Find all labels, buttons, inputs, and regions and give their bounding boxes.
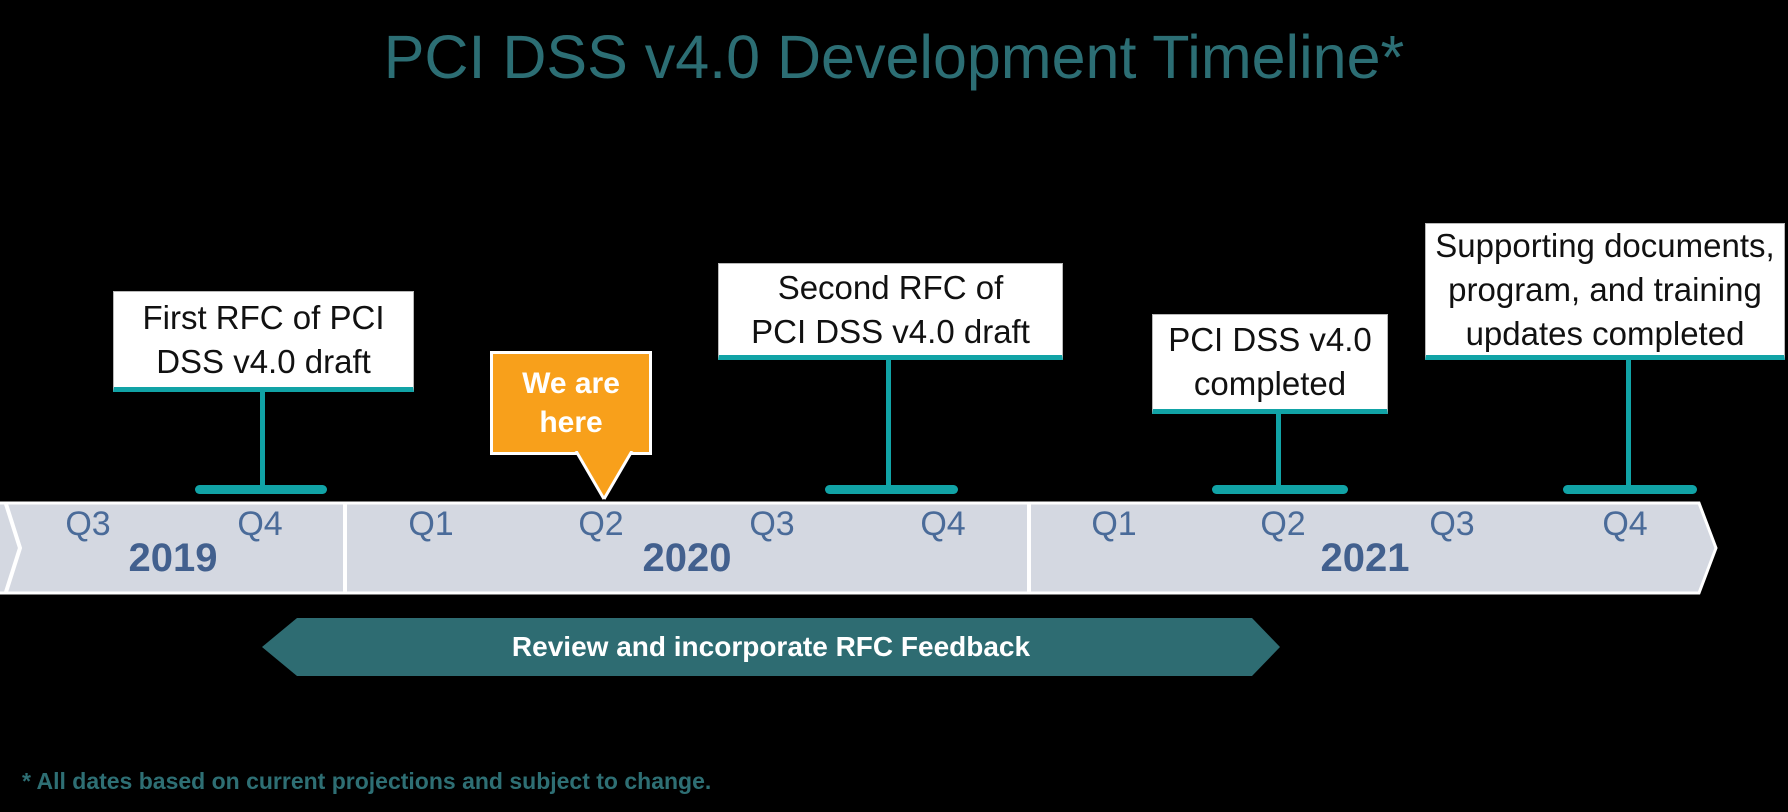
quarter-label-2019-q4: Q4 <box>237 505 283 543</box>
milestone-first-rfc-label: First RFC of PCI DSS v4.0 draft <box>142 298 385 380</box>
connector-v4-completed <box>1276 412 1281 485</box>
quarter-label-2020-q4: Q4 <box>920 505 966 543</box>
connector-second-rfc <box>886 358 891 485</box>
quarter-label-2021-q3: Q3 <box>1429 505 1475 543</box>
milestone-first-rfc: First RFC of PCI DSS v4.0 draft <box>113 291 414 392</box>
quarter-label-2021-q4: Q4 <box>1602 505 1648 543</box>
quarter-label-2020-q2: Q2 <box>578 505 624 543</box>
year-divider-2019-2020 <box>343 503 347 593</box>
pointer-triangle <box>576 451 632 499</box>
year-label-2021: 2021 <box>1320 536 1410 580</box>
year-label-2020: 2020 <box>642 536 732 580</box>
timeline-start-chevron-icon <box>4 503 23 593</box>
milestone-second-rfc: Second RFC of PCI DSS v4.0 draft <box>718 263 1063 360</box>
timeline-arrow-shape <box>0 501 1718 595</box>
timeline-marker-second-rfc <box>825 485 958 494</box>
we-are-here-callout: We are here <box>490 351 652 455</box>
timeline-marker-supporting-docs <box>1563 485 1697 494</box>
milestone-supporting-docs-label: Supporting documents, program, and train… <box>1435 226 1775 352</box>
rfc-feedback-banner-label: Review and incorporate RFC Feedback <box>511 631 1031 662</box>
footnote: * All dates based on current projections… <box>22 768 712 794</box>
timeline-marker-first-rfc <box>195 485 327 494</box>
quarter-label-2021-q2: Q2 <box>1260 505 1306 543</box>
quarter-label-2021-q1: Q1 <box>1091 505 1137 543</box>
quarter-label-2020-q1: Q1 <box>408 505 454 543</box>
connector-supporting-docs <box>1626 358 1631 485</box>
we-are-here-pointer <box>574 451 634 500</box>
year-label-2019: 2019 <box>128 536 218 580</box>
quarter-label-2020-q3: Q3 <box>749 505 795 543</box>
milestone-v4-completed: PCI DSS v4.0 completed <box>1152 314 1388 414</box>
year-divider-2020-2021 <box>1027 503 1031 593</box>
rfc-feedback-banner: Review and incorporate RFC Feedback <box>262 618 1280 676</box>
quarter-label-2019-q3: Q3 <box>65 505 111 543</box>
milestone-v4-completed-label: PCI DSS v4.0 completed <box>1168 321 1372 402</box>
timeline-band <box>0 501 1718 595</box>
page-title: PCI DSS v4.0 Development Timeline* <box>383 23 1405 91</box>
we-are-here-label: We are here <box>522 367 620 439</box>
connector-first-rfc <box>260 390 265 490</box>
milestone-second-rfc-label: Second RFC of PCI DSS v4.0 draft <box>751 268 1030 350</box>
milestone-supporting-docs: Supporting documents, program, and train… <box>1425 223 1785 360</box>
timeline-marker-v4-completed <box>1212 485 1348 494</box>
